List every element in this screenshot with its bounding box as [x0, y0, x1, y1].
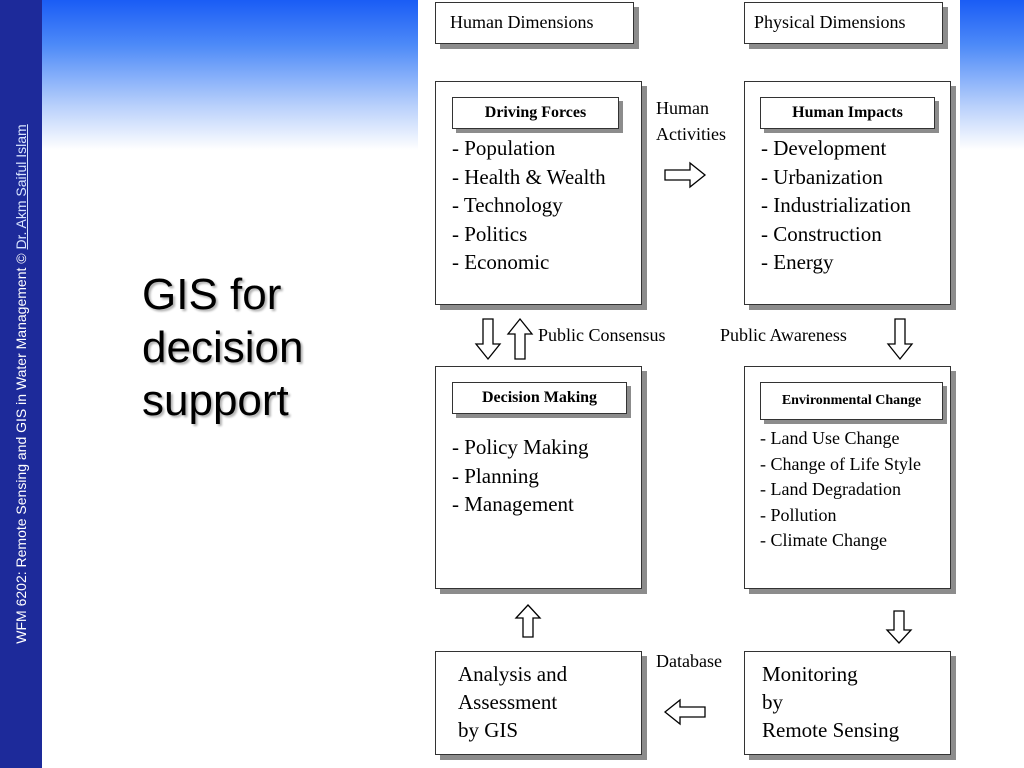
- list-item: - Construction: [761, 221, 882, 246]
- label-line: Activities: [656, 124, 726, 144]
- list-item: - Health & Wealth: [452, 164, 606, 189]
- title-line: support: [142, 376, 289, 425]
- list-item: - Change of Life Style: [760, 453, 921, 474]
- human-impacts-list: - Development - Urbanization - Industria…: [761, 134, 911, 277]
- monitoring-text: Monitoring by Remote Sensing: [762, 660, 899, 744]
- text-line: by: [762, 690, 783, 714]
- slide-title: GIS for decision support: [142, 268, 382, 427]
- human-activities-label: Human Activities: [656, 95, 726, 147]
- title-line: decision: [142, 323, 304, 372]
- arrow-left-icon: [663, 698, 706, 726]
- arrow-right-icon: [664, 161, 707, 189]
- decision-making-list: - Policy Making - Planning - Management: [452, 433, 589, 519]
- human-impacts-title: Human Impacts: [760, 97, 935, 129]
- author-link[interactable]: Dr. Akm Saiful Islam: [13, 124, 29, 250]
- list-item: - Economic: [452, 250, 550, 274]
- sidebar: WFM 6202: Remote Sensing and GIS in Wate…: [0, 0, 42, 768]
- arrow-down-icon: [474, 318, 502, 361]
- text-line: Remote Sensing: [762, 718, 900, 742]
- environmental-change-title: Environmental Change: [760, 382, 943, 420]
- course-title: WFM 6202: Remote Sensing and GIS in Wate…: [13, 249, 29, 644]
- arrow-up-icon: [514, 604, 542, 638]
- human-dimensions-box: Human Dimensions: [435, 2, 634, 44]
- list-item: - Energy: [761, 250, 834, 274]
- public-awareness-label: Public Awareness: [720, 325, 847, 345]
- list-item: - Urbanization: [761, 164, 883, 189]
- arrow-down-icon: [885, 610, 913, 644]
- public-consensus-label: Public Consensus: [538, 325, 666, 345]
- physical-dimensions-box: Physical Dimensions: [744, 2, 943, 44]
- title-line: GIS for: [142, 270, 282, 319]
- list-item: - Land Degradation: [760, 479, 901, 499]
- list-item: - Policy Making: [452, 435, 589, 459]
- list-item: - Pollution: [760, 504, 837, 525]
- arrow-down-icon: [886, 318, 914, 361]
- list-item: - Planning: [452, 463, 539, 488]
- analysis-box: [435, 651, 642, 755]
- list-item: - Management: [452, 492, 574, 516]
- list-item: - Climate Change: [760, 530, 887, 550]
- text-line: Analysis and: [458, 662, 568, 686]
- physical-dimensions-label: Physical Dimensions: [754, 12, 906, 32]
- text-line: Assessment: [458, 690, 558, 714]
- sidebar-caption: WFM 6202: Remote Sensing and GIS in Wate…: [13, 124, 29, 643]
- list-item: - Industrialization: [761, 193, 911, 217]
- environmental-change-list: - Land Use Change - Change of Life Style…: [760, 426, 921, 554]
- text-line: Monitoring: [762, 662, 858, 686]
- human-dimensions-label: Human Dimensions: [450, 12, 594, 32]
- label-line: Human: [656, 98, 709, 118]
- arrow-up-icon: [506, 317, 534, 360]
- decision-making-title: Decision Making: [452, 382, 627, 414]
- list-item: - Politics: [452, 221, 528, 246]
- list-item: - Land Use Change: [760, 428, 900, 448]
- analysis-text: Analysis and Assessment by GIS: [458, 660, 567, 744]
- list-item: - Technology: [452, 193, 563, 217]
- list-item: - Population: [452, 136, 556, 160]
- driving-forces-list: - Population - Health & Wealth - Technol…: [452, 134, 606, 277]
- list-item: - Development: [761, 136, 887, 160]
- database-label: Database: [656, 651, 722, 671]
- text-line: by GIS: [458, 718, 519, 742]
- monitoring-box: [744, 651, 951, 755]
- driving-forces-title: Driving Forces: [452, 97, 619, 129]
